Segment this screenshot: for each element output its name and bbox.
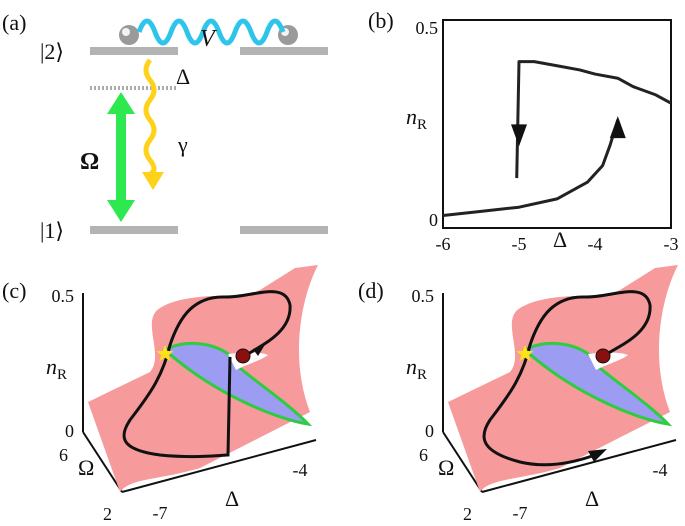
- delta-axis-label: Δ: [585, 486, 599, 511]
- start-star: [156, 345, 174, 362]
- panel-c-label: (c): [2, 278, 26, 303]
- ylabel-main: n: [46, 354, 57, 379]
- z-tick-label: 0.5: [52, 286, 75, 306]
- omega-tick-label: 2: [463, 504, 472, 524]
- delta-tick-label: -4: [653, 460, 668, 480]
- panel-b-xlabel: Δ: [553, 227, 567, 252]
- trajectory-arrowhead: [253, 343, 266, 356]
- decay-wave: [143, 58, 157, 177]
- start-star: [516, 345, 534, 362]
- x-tick-label: -3: [664, 234, 679, 254]
- panel-d-label: (d): [358, 278, 384, 303]
- delta-tick-label: -4: [293, 460, 308, 480]
- end-marker: [595, 348, 611, 364]
- delta-axis: [121, 439, 317, 493]
- trajectory-d: [482, 290, 652, 467]
- panel-a-label: (a): [2, 10, 26, 35]
- level-2-left: [90, 47, 178, 55]
- detuning-label: Δ: [176, 64, 190, 89]
- transition-arrow-down: [511, 124, 527, 147]
- y-tick-label: 0: [429, 210, 438, 230]
- level-1-right: [240, 226, 328, 234]
- delta-tick-label: -7: [513, 503, 528, 523]
- z-tick-label: 0: [425, 421, 434, 441]
- ylabel-main: n: [406, 104, 417, 129]
- z-tick-label: 0.5: [412, 286, 435, 306]
- ylabel-sub: R: [417, 367, 427, 383]
- x-tick-label: -4: [588, 234, 603, 254]
- series-line-1: [515, 60, 672, 179]
- panel-c: (c) 0.5 0 6 2 -7 -4 Δ Ω nR: [2, 265, 318, 524]
- z-axis-label: nR: [406, 354, 427, 383]
- panel-b-label: (b): [368, 8, 394, 33]
- ylabel-sub: R: [57, 367, 67, 383]
- delta-axis-label: Δ: [225, 486, 239, 511]
- decay-label: γ: [177, 132, 188, 157]
- series-line-0: [442, 119, 620, 218]
- delta-axis: [481, 439, 677, 493]
- panel-b: (b) -6 -5 -4 -3 0 0.5 Δ nR: [368, 8, 679, 254]
- drive-arrow-shaft: [116, 112, 126, 202]
- omega-tick-label: 6: [419, 445, 428, 465]
- panel-d: (d) 0.5 0 6 2 -7 -4 Δ Ω nR: [358, 265, 678, 524]
- coupling-wave: [136, 18, 286, 46]
- panel-b-frame: [442, 19, 672, 229]
- x-tick-label: -5: [512, 234, 527, 254]
- z-axis-label: nR: [46, 354, 67, 383]
- panel-a: (a) |2⟩ |1⟩ V Δ γ Ω: [2, 10, 328, 243]
- decay-arrowhead: [142, 172, 164, 190]
- coupling-label: V: [200, 26, 217, 52]
- delta-tick-label: -7: [153, 503, 168, 523]
- y-tick-label: 0.5: [416, 18, 439, 38]
- x-tick-label: -6: [436, 234, 451, 254]
- omega-axis-label: Ω: [78, 455, 94, 480]
- trajectory-c: [122, 290, 292, 459]
- level-2-label: |2⟩: [40, 39, 64, 64]
- atom-left: [119, 25, 139, 45]
- level-1-label: |1⟩: [40, 218, 64, 243]
- ylabel-sub: R: [417, 117, 427, 133]
- z-tick-label: 0: [65, 421, 74, 441]
- panel-b-ylabel: nR: [406, 104, 427, 133]
- transition-arrow-up: [609, 116, 626, 139]
- omega-tick-label: 6: [59, 445, 68, 465]
- surface-bistable: [162, 341, 313, 427]
- trajectory-arrowhead: [588, 449, 607, 462]
- surface-bistable: [522, 341, 673, 427]
- drive-label: Ω: [80, 149, 99, 175]
- level-2-right: [240, 47, 328, 55]
- panel-b-plot: [442, 60, 672, 218]
- end-marker: [235, 348, 251, 364]
- ylabel-main: n: [406, 354, 417, 379]
- panel-b-axes: [442, 19, 672, 229]
- level-1-left: [90, 226, 178, 234]
- omega-tick-label: 2: [103, 504, 112, 524]
- drive-arrowhead-up: [107, 92, 135, 114]
- omega-axis: [82, 431, 123, 493]
- panel-b-ticks: -6 -5 -4 -3 0 0.5: [416, 18, 679, 254]
- omega-axis-label: Ω: [438, 455, 454, 480]
- drive-arrowhead-down: [107, 200, 135, 222]
- omega-axis: [442, 431, 483, 493]
